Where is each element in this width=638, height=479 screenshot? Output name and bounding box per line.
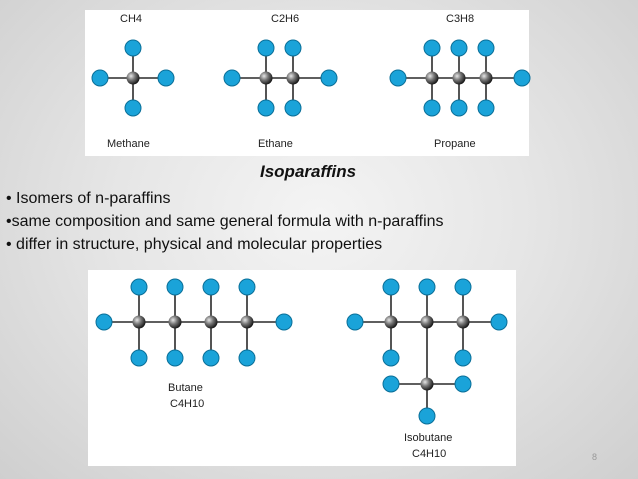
hydrogen-atom xyxy=(95,313,113,331)
bullet-item: • Isomers of n-paraffins xyxy=(6,190,171,207)
isobutane-molecule: Isobutane C4H10 xyxy=(346,278,508,460)
isobutane-formula: C4H10 xyxy=(412,448,446,460)
hydrogen-atom xyxy=(454,349,472,367)
hydrogen-atom xyxy=(166,349,184,367)
hydrogen-atom xyxy=(238,349,256,367)
hydrogen-atom xyxy=(166,278,184,296)
page-number: 8 xyxy=(592,452,598,462)
butane-isomer-diagram: Butane C4H10 Isobutane C4H xyxy=(95,278,508,460)
isobutane-label: Isobutane xyxy=(404,432,452,444)
hydrogen-atom xyxy=(477,99,495,117)
carbon-atom xyxy=(420,377,434,391)
hydrogen-atom xyxy=(91,69,109,87)
carbon-atom xyxy=(240,315,254,329)
hydrogen-atom xyxy=(130,278,148,296)
hydrogen-atom xyxy=(477,39,495,57)
hydrogen-atom xyxy=(418,407,436,425)
hydrogen-atom xyxy=(346,313,364,331)
carbon-atom xyxy=(384,315,398,329)
bullet-item: •same composition and same general formu… xyxy=(6,213,444,230)
methane-formula: CH4 xyxy=(120,13,142,25)
hydrogen-atom xyxy=(124,99,142,117)
carbon-atom xyxy=(479,71,493,85)
carbon-atom xyxy=(420,315,434,329)
propane-label: Propane xyxy=(434,138,476,150)
butane-label: Butane xyxy=(168,382,203,394)
hydrogen-atom xyxy=(454,278,472,296)
hydrogen-atom xyxy=(275,313,293,331)
hydrogen-atom xyxy=(257,99,275,117)
hydrogen-atom xyxy=(382,375,400,393)
hydrogen-atom xyxy=(513,69,531,87)
hydrogen-atom xyxy=(450,39,468,57)
alkane-diagram: CH4 Methane C2H6 Ethane xyxy=(91,13,531,150)
hydrogen-atom xyxy=(382,278,400,296)
hydrogen-atom xyxy=(490,313,508,331)
carbon-atom xyxy=(204,315,218,329)
hydrogen-atom xyxy=(389,69,407,87)
hydrogen-atom xyxy=(202,278,220,296)
hydrogen-atom xyxy=(418,278,436,296)
carbon-atom xyxy=(126,71,140,85)
hydrogen-atom xyxy=(450,99,468,117)
hydrogen-atom xyxy=(238,278,256,296)
propane-molecule: C3H8 Propane xyxy=(389,13,531,150)
hydrogen-atom xyxy=(423,99,441,117)
alkane-diagram-panel: CH4 Methane C2H6 Ethane xyxy=(85,10,531,156)
bullet-item: • differ in structure, physical and mole… xyxy=(6,236,383,253)
carbon-atom xyxy=(452,71,466,85)
hydrogen-atom xyxy=(284,99,302,117)
butane-molecule: Butane C4H10 xyxy=(95,278,293,410)
hydrogen-atom xyxy=(124,39,142,57)
hydrogen-atom xyxy=(223,69,241,87)
carbon-atom xyxy=(456,315,470,329)
methane-label: Methane xyxy=(107,138,150,150)
methane-molecule: CH4 Methane xyxy=(91,13,175,150)
ethane-formula: C2H6 xyxy=(271,13,299,25)
hydrogen-atom xyxy=(454,375,472,393)
butane-isomer-panel: Butane C4H10 Isobutane C4H xyxy=(88,270,516,466)
hydrogen-atom xyxy=(382,349,400,367)
section-heading: Isoparaffins xyxy=(260,162,357,181)
carbon-atom xyxy=(425,71,439,85)
ethane-molecule: C2H6 Ethane xyxy=(223,13,338,150)
hydrogen-atom xyxy=(257,39,275,57)
carbon-atom xyxy=(132,315,146,329)
hydrogen-atom xyxy=(202,349,220,367)
carbon-atom xyxy=(286,71,300,85)
carbon-atom xyxy=(168,315,182,329)
hydrogen-atom xyxy=(320,69,338,87)
hydrogen-atom xyxy=(284,39,302,57)
hydrogen-atom xyxy=(157,69,175,87)
butane-formula: C4H10 xyxy=(170,398,204,410)
hydrogen-atom xyxy=(423,39,441,57)
ethane-label: Ethane xyxy=(258,138,293,150)
hydrogen-atom xyxy=(130,349,148,367)
carbon-atom xyxy=(259,71,273,85)
bullet-list: • Isomers of n-paraffins •same compositi… xyxy=(6,187,444,256)
propane-formula: C3H8 xyxy=(446,13,474,25)
